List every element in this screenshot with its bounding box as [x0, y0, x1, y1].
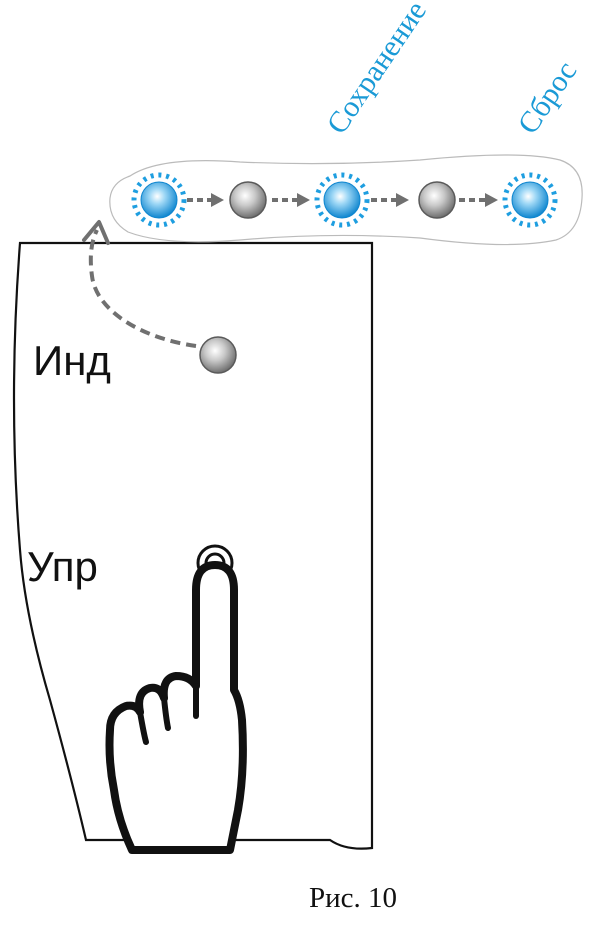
arrow-3	[371, 193, 409, 207]
arrow-4	[459, 193, 498, 207]
sequence-arrows	[187, 193, 498, 207]
gray-led-icon	[229, 181, 267, 219]
device-panel-outline	[12, 241, 374, 850]
pointing-hand-icon	[105, 561, 247, 854]
save-label: Сохранение	[320, 0, 433, 140]
indicator-led-icon	[199, 336, 237, 374]
blue-blink-icon	[131, 172, 187, 228]
curved-dashed-arrow	[82, 220, 197, 348]
gray-led-icon	[418, 181, 456, 219]
figure-caption: Рис. 10	[309, 882, 397, 914]
blue-blink-icon	[502, 172, 558, 228]
arrow-2	[272, 193, 310, 207]
arrow-1	[187, 193, 224, 207]
reset-label: Сброс	[511, 55, 583, 140]
indicator-label: Инд	[33, 337, 111, 384]
control-label: Упр	[27, 543, 98, 590]
blue-blink-icon	[314, 172, 370, 228]
